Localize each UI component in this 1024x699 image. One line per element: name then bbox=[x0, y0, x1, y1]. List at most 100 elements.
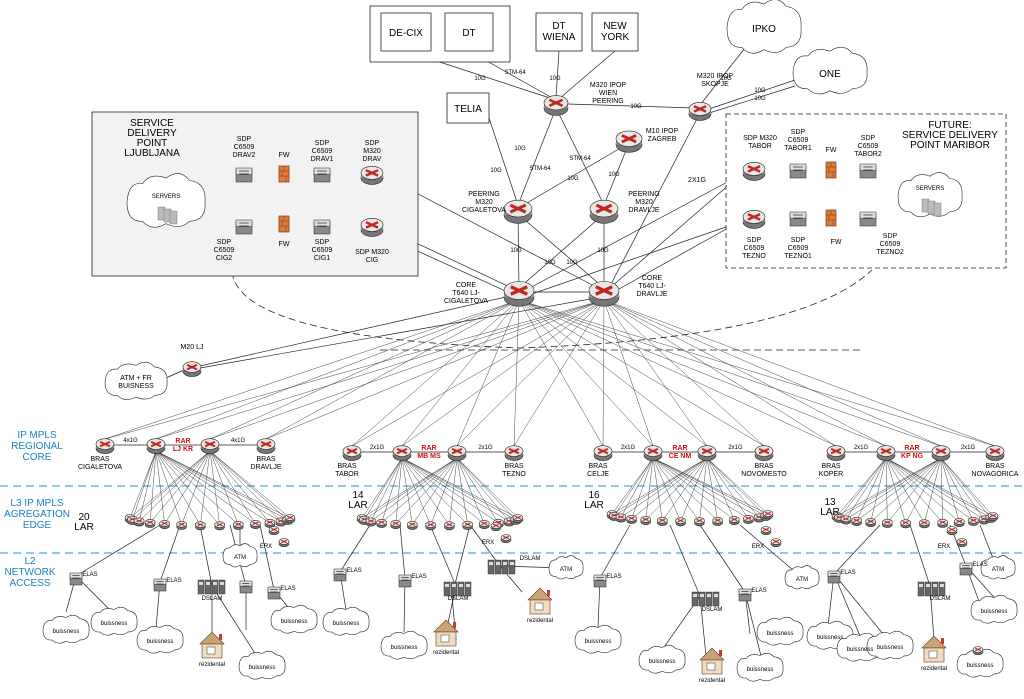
lar-router-icon bbox=[264, 518, 276, 528]
fw-lj-top-icon bbox=[278, 165, 290, 183]
lar-router-icon bbox=[444, 521, 455, 531]
dslam-icon-unit bbox=[450, 581, 458, 597]
router-icon-arrows bbox=[481, 521, 488, 526]
switch-icon-arrows bbox=[741, 591, 749, 595]
router-icon-arrows bbox=[365, 169, 379, 177]
elas-label: ELAS bbox=[840, 570, 855, 576]
router-icon-arrows bbox=[595, 203, 613, 214]
rar-lar-line bbox=[155, 450, 291, 519]
router-icon-arrows bbox=[266, 520, 273, 525]
router-icon-arrows bbox=[677, 518, 684, 523]
fw-lj-top-label: FW bbox=[279, 152, 290, 159]
dslam-icon-port bbox=[206, 582, 210, 585]
rezidental-house-icon bbox=[527, 587, 553, 615]
router-icon-arrows bbox=[642, 517, 649, 522]
access-link bbox=[399, 524, 406, 579]
elas-switch-icon bbox=[333, 568, 347, 582]
cloud-outline bbox=[980, 555, 1016, 580]
cloud-outline bbox=[792, 47, 868, 95]
ipko-label: IPKO bbox=[752, 24, 776, 35]
dslam-icon-unit bbox=[924, 581, 932, 597]
lar-router-icon bbox=[512, 514, 524, 524]
link-label-10g: 10G bbox=[597, 248, 609, 254]
router-icon-arrows bbox=[956, 519, 963, 524]
rar-lar-line bbox=[155, 450, 182, 525]
lar-router-icon bbox=[425, 521, 436, 531]
link-line bbox=[165, 369, 185, 379]
bras-a-router-icon bbox=[826, 445, 846, 461]
bras-b-router-icon bbox=[985, 445, 1005, 461]
rar-lar-line bbox=[138, 450, 157, 522]
rar-lar-line bbox=[401, 457, 519, 519]
cloud-outline bbox=[726, 0, 802, 54]
one-label: ONE bbox=[819, 69, 841, 80]
rezidental-label: rezidental bbox=[433, 650, 459, 656]
buissness-cloud bbox=[322, 606, 370, 636]
rar-lar-line bbox=[631, 457, 708, 519]
cloud-outline bbox=[638, 644, 686, 674]
rar-lar-line bbox=[395, 457, 403, 524]
lar-router-icon bbox=[250, 520, 261, 529]
atm-label: ATM bbox=[796, 577, 808, 583]
rar-lar-line bbox=[155, 450, 201, 526]
link-label-10g: 10G bbox=[474, 76, 486, 82]
cloud-outline bbox=[104, 361, 168, 400]
rar-lar-line bbox=[706, 457, 718, 521]
rar-lar-line bbox=[200, 450, 211, 526]
house-icon-screen bbox=[206, 646, 216, 655]
rezidental-label: rezidental bbox=[199, 662, 225, 668]
access-link bbox=[199, 524, 213, 587]
router-icon-arrows bbox=[747, 165, 761, 173]
rar-lar-line bbox=[181, 450, 211, 525]
servers-lj-cloud bbox=[126, 173, 206, 228]
dslam-icon-port bbox=[459, 584, 463, 587]
link-label-stm64: STM-64 bbox=[504, 70, 526, 76]
link-dtwiena-wien bbox=[555, 50, 560, 99]
router-icon-arrows bbox=[939, 520, 946, 524]
rar-lar-line bbox=[381, 457, 458, 523]
erx-router-icon bbox=[770, 538, 782, 548]
uplink-line bbox=[209, 299, 520, 440]
router-icon-arrows bbox=[989, 447, 1001, 455]
router-icon-arrows bbox=[287, 515, 293, 520]
router-icon-arrows bbox=[346, 447, 358, 455]
link-label-stm64: STM-64 bbox=[569, 156, 591, 162]
erx-router-icon bbox=[956, 538, 968, 548]
rezidental-house-icon bbox=[433, 619, 459, 647]
house-icon-screen bbox=[534, 602, 544, 611]
buissness-label: buissness bbox=[101, 621, 128, 627]
cloud-outline bbox=[238, 650, 286, 680]
rar-lar-line bbox=[364, 457, 403, 520]
firewall-icon-bricks bbox=[279, 216, 289, 232]
elas-switch-icon bbox=[239, 580, 253, 594]
buissness-cloud bbox=[866, 630, 914, 660]
rar-2-router-icon bbox=[697, 445, 717, 461]
lar-router-icon bbox=[762, 510, 774, 520]
dslam-icon-port bbox=[919, 584, 923, 587]
link-line bbox=[199, 295, 511, 367]
elas-label: ELAS bbox=[280, 586, 295, 592]
rar-lar-line bbox=[885, 457, 906, 524]
bras-b-router-icon bbox=[256, 438, 276, 454]
rar-lar-line bbox=[364, 457, 458, 520]
elas-switch-icon bbox=[267, 586, 281, 600]
switch-icon-arrows bbox=[317, 222, 327, 227]
house-icon-chimney bbox=[941, 638, 944, 644]
lar-router-icon bbox=[694, 517, 705, 527]
dslam-label: DSLAM bbox=[702, 607, 723, 613]
lar-router-icon bbox=[900, 519, 911, 529]
uplink-line bbox=[351, 299, 605, 447]
router-icon-arrows bbox=[510, 285, 528, 296]
access-link bbox=[259, 524, 275, 591]
cloud-outline bbox=[322, 606, 370, 636]
lar-router-icon bbox=[233, 520, 244, 530]
rar-lar-line bbox=[885, 457, 994, 517]
